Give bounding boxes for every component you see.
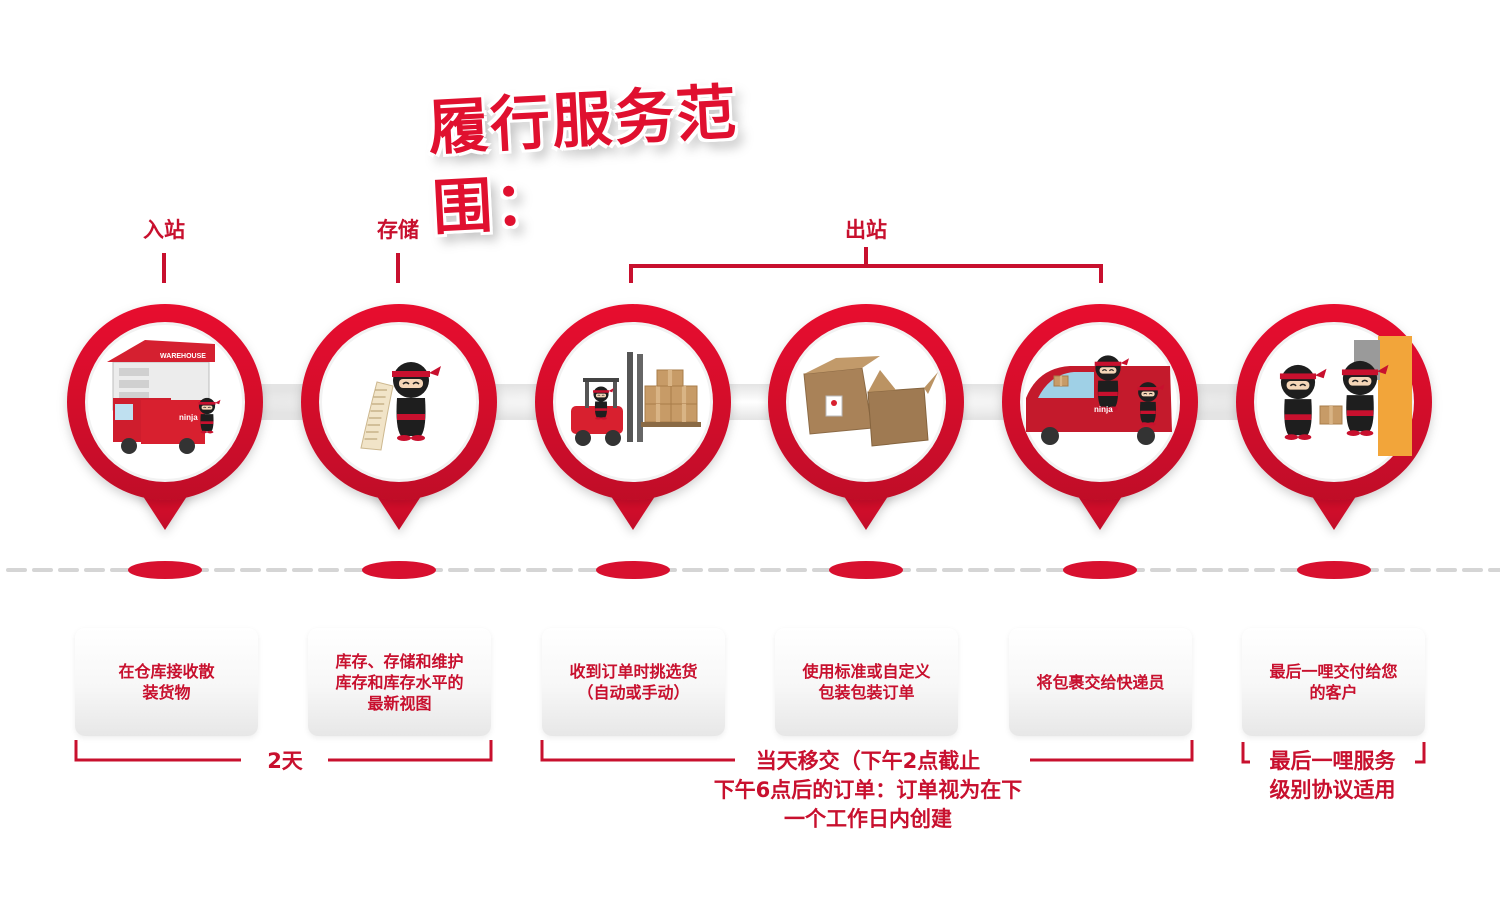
warehouse-sign: WAREHOUSE: [160, 353, 206, 360]
inbound-storage-duration: 2天: [267, 749, 303, 773]
parcel-box: [644, 403, 672, 423]
warehouse-truck-icon: WAREHOUSE ninja: [107, 340, 221, 454]
ninja-figure: [1341, 360, 1389, 436]
timeline-dot: [362, 561, 436, 579]
step-card-receive: 在仓库接收散装货物: [75, 628, 258, 736]
pins-group: WAREHOUSE ninja ninja: [67, 304, 1432, 530]
step-card-pick: 收到订单时挑选货（自动或手动）: [542, 628, 725, 736]
pin-store: [301, 304, 497, 530]
parcel-box: [670, 385, 698, 405]
timeline-dot: [829, 561, 903, 579]
truck-brand: ninja: [179, 413, 198, 422]
phase-ticks: [162, 247, 1103, 283]
delivery-van-icon: ninja: [1026, 355, 1172, 445]
phase-label-storage: 存储: [377, 218, 419, 242]
parcel-box: [1053, 375, 1069, 387]
phase-label-inbound: 入站: [143, 218, 185, 242]
parcel-box: [656, 369, 684, 387]
ninja-figure: [1137, 382, 1165, 426]
ninja-figure: [1279, 364, 1327, 440]
pin-pick: [535, 304, 731, 530]
forklift-icon: [571, 352, 701, 446]
van-brand: ninja: [1094, 405, 1113, 414]
pin-lastmile: [1236, 304, 1432, 530]
ninja-inventory-list-icon: [360, 362, 441, 451]
bottom-brackets: [74, 740, 1426, 764]
pin-receive: WAREHOUSE ninja: [67, 304, 263, 530]
step-card-pack: 使用标准或自定义包装包装订单: [775, 628, 958, 736]
storage-tick: [396, 253, 400, 283]
timeline-dot: [1297, 561, 1371, 579]
inbound-tick: [162, 253, 166, 283]
ninja-figure: [392, 362, 441, 441]
sameday-handover-note: 当天移交（下午2点截止 下午6点后的订单：订单视为在下 一个工作日内创建: [713, 749, 1023, 831]
bracket-sameday-left: [540, 740, 735, 762]
bracket-sameday-right: [1030, 740, 1194, 762]
timeline-dot: [596, 561, 670, 579]
lastmile-sla-note: 最后一哩服务 级别协议适用: [1269, 749, 1396, 802]
timeline-dot: [128, 561, 202, 579]
bracket-2day-left: [74, 740, 241, 762]
pin-pack: [768, 304, 964, 530]
ninja-handover-icon: [1279, 336, 1412, 456]
pin-handover: ninja: [1002, 304, 1198, 530]
ninja-figure: [1094, 355, 1129, 411]
timeline-dots: [128, 561, 1371, 579]
step-card-handover: 将包裹交给快递员: [1009, 628, 1192, 736]
timeline-dot: [1063, 561, 1137, 579]
bracket-lastmile-right: [1415, 742, 1426, 764]
phase-label-outbound: 出站: [845, 218, 887, 242]
bracket-lastmile-left: [1241, 742, 1250, 764]
ninja-figure: [198, 397, 221, 434]
ninja-figure: [593, 386, 614, 420]
parcel-box: [670, 403, 698, 423]
step-card-store: 库存、存储和维护库存和库存水平的最新视图: [308, 628, 491, 736]
outbound-bracket: [629, 247, 1103, 283]
parcel-box: [644, 385, 672, 405]
cardboard-boxes-icon: [803, 356, 938, 447]
bracket-2day-right: [328, 740, 493, 762]
parcel-box: [1319, 405, 1343, 425]
step-card-lastmile: 最后一哩交付给您的客户: [1242, 628, 1425, 736]
